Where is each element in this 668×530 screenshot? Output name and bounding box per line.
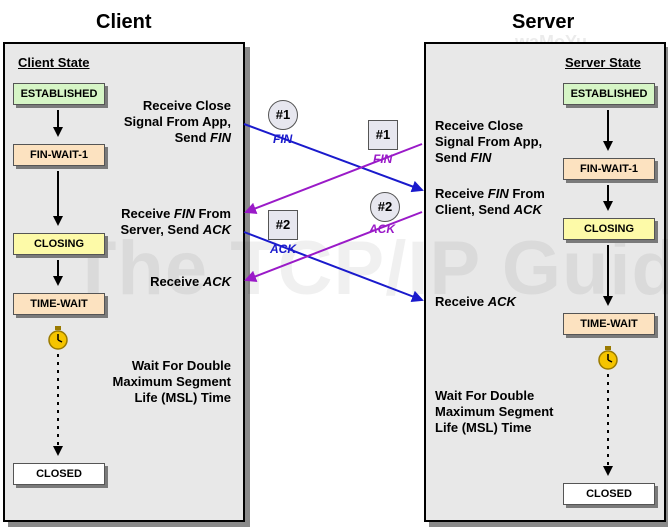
server-ack-label: ACK xyxy=(369,222,395,236)
server-fin-label: FIN xyxy=(373,152,393,166)
client-ack-badge: #2 xyxy=(268,210,298,240)
watermark: The TCP/IP Guide xyxy=(70,226,668,311)
server-state-established: ESTABLISHED xyxy=(563,83,655,105)
server-state-fin-wait-1: FIN-WAIT-1 xyxy=(563,158,655,180)
server-state-label: Server State xyxy=(565,55,641,70)
server-state-time-wait: TIME-WAIT xyxy=(563,313,655,335)
client-state-closed: CLOSED xyxy=(13,463,105,485)
client-action-receive-fin: Receive FIN From Server, Send ACK xyxy=(120,206,231,237)
client-ack-arrow xyxy=(243,231,424,303)
client-state-time-wait: TIME-WAIT xyxy=(13,293,105,315)
server-ack-badge: #2 xyxy=(370,192,400,222)
client-action-wait: Wait For Double Maximum Segment Life (MS… xyxy=(112,358,231,405)
server-action-receive-ack: Receive ACK xyxy=(435,294,516,309)
server-state-closed: CLOSED xyxy=(563,483,655,505)
server-action-receive-fin: Receive FIN From Client, Send ACK xyxy=(435,186,545,217)
client-fin-arrow xyxy=(243,123,424,193)
server-state-closing: CLOSING xyxy=(563,218,655,240)
client-state-established: ESTABLISHED xyxy=(13,83,105,105)
server-fin-arrow xyxy=(244,143,423,214)
server-stopwatch-icon xyxy=(598,346,618,370)
server-action-wait: Wait For Double Maximum Segment Life (MS… xyxy=(435,388,554,435)
client-action-close: Receive Close Signal From App, Send FIN xyxy=(123,98,231,145)
client-state-fin-wait-1: FIN-WAIT-1 xyxy=(13,144,105,166)
client-fin-label: FIN xyxy=(273,132,293,146)
client-fin-badge: #1 xyxy=(268,100,298,130)
client-ack-label: ACK xyxy=(270,242,296,256)
server-fin-badge: #1 xyxy=(368,120,398,150)
server-ack-arrow xyxy=(244,211,423,282)
client-panel xyxy=(3,42,245,522)
client-state-label: Client State xyxy=(18,55,90,70)
client-title: Client xyxy=(96,11,152,33)
client-state-closing: CLOSING xyxy=(13,233,105,255)
client-stopwatch-icon xyxy=(48,326,68,350)
server-title: Server xyxy=(512,11,575,33)
server-action-close: Receive Close Signal From App, Send FIN xyxy=(435,118,543,165)
client-action-receive-ack: Receive ACK xyxy=(150,274,231,289)
server-panel xyxy=(424,42,666,522)
